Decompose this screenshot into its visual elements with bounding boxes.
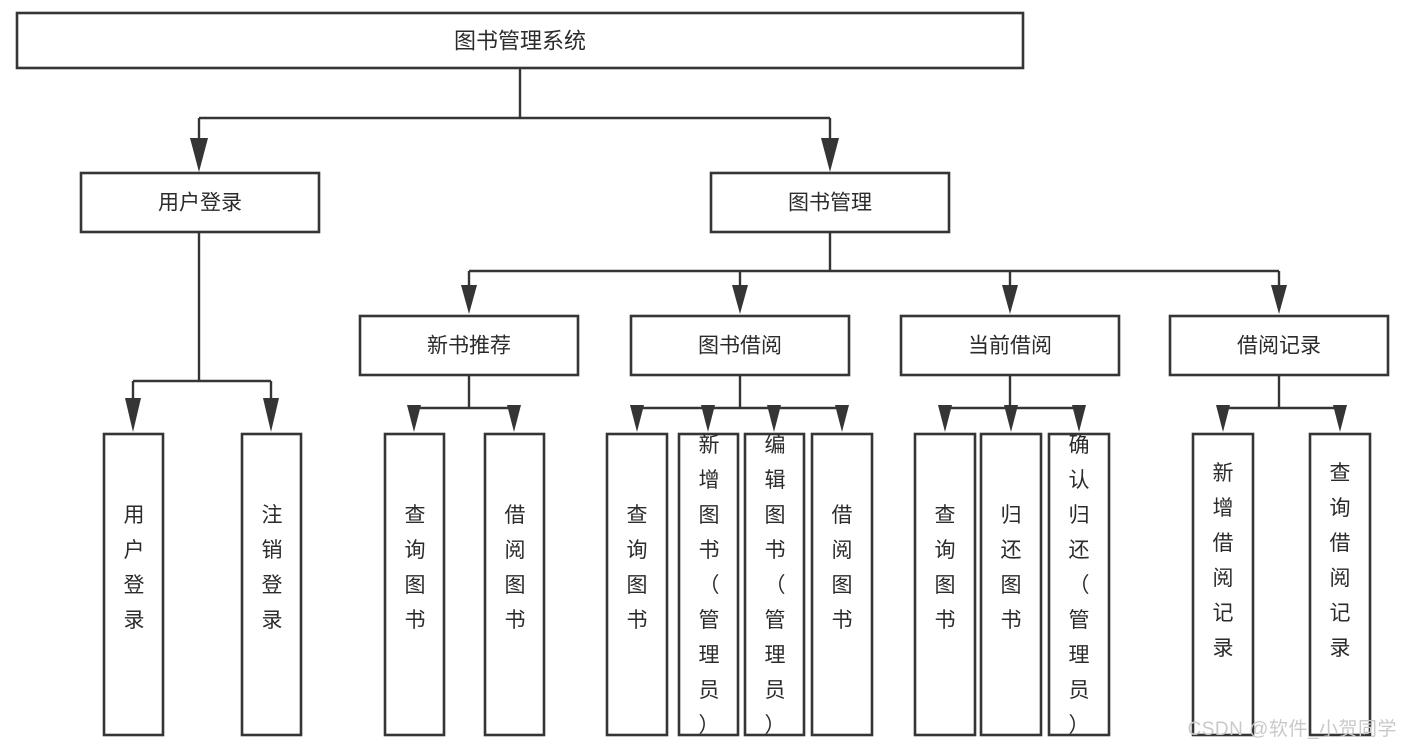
leaf-borrow-book-1[interactable]: 借阅图书 [483,432,546,737]
node-borrow-record-label: 借阅记录 [1237,335,1321,358]
leaf-query-book-2[interactable]: 查询图书 [605,432,669,737]
arrow-head-icon [263,398,279,432]
leaf-user-login[interactable]: 用户登录 [102,432,165,737]
arrow-head-icon [767,405,781,432]
node-book-borrow[interactable]: 图书借阅 [629,314,851,377]
leaf-confirm-return[interactable]: 确认归还（管理员） [1047,432,1111,737]
leaf-add-book[interactable]: 新增图书（管理员） [677,432,740,737]
arrow-head-icon [1216,405,1230,432]
connector-layer [125,68,1347,432]
leaf-query-book-3[interactable]: 查询图书 [913,432,977,737]
leaf-query-book-2-box[interactable] [605,432,669,737]
leaf-user-logout[interactable]: 注销登录 [240,432,303,737]
leaf-confirm-return-label: 确认归还（管理员） [1069,434,1090,737]
arrow-head-icon [701,405,715,432]
leaf-query-book-3-box[interactable] [913,432,977,737]
leaf-confirm-return-box[interactable] [1047,432,1111,737]
node-root-label: 图书管理系统 [454,29,586,54]
node-current-borrow-box[interactable] [899,314,1121,377]
leaf-borrow-book-1-box[interactable] [483,432,546,737]
leaf-borrow-book-2-box[interactable] [810,432,874,737]
leaf-query-record-box[interactable] [1308,432,1372,737]
arrow-head-icon [507,405,521,432]
leaf-query-book-1-label: 查询图书 [405,504,426,632]
node-root[interactable]: 图书管理系统 [15,11,1025,70]
arrow-head-icon [938,405,952,432]
node-user-login[interactable]: 用户登录 [79,171,321,234]
leaf-user-login-label: 用户登录 [124,504,145,632]
leaf-user-login-box[interactable] [102,432,165,737]
arrow-head-icon [732,285,748,314]
leaf-add-record[interactable]: 新增借阅记录 [1191,432,1255,737]
node-user-login-label: 用户登录 [158,192,242,215]
leaf-edit-book-label: 编辑图书（管理员） [765,434,786,737]
node-user-login-box[interactable] [79,171,321,234]
arrow-head-icon [1002,285,1018,314]
node-new-book-recommend-label: 新书推荐 [427,335,511,358]
leaf-add-book-box[interactable] [677,432,740,737]
leaf-borrow-book-2[interactable]: 借阅图书 [810,432,874,737]
leaf-query-record[interactable]: 查询借阅记录 [1308,432,1372,737]
leaf-user-logout-label: 注销登录 [262,504,283,632]
arrow-head-icon [1004,405,1018,432]
node-book-management-label: 图书管理 [788,192,872,215]
arrow-head-icon [1333,405,1347,432]
node-new-book-recommend-box[interactable] [358,314,580,377]
arrow-head-icon [407,405,421,432]
arrow-head-icon [125,398,141,432]
leaf-add-record-box[interactable] [1191,432,1255,737]
leaf-query-book-3-label: 查询图书 [935,504,956,632]
leaf-add-record-label: 新增借阅记录 [1213,462,1234,660]
node-book-management-box[interactable] [709,171,951,234]
arrow-head-icon [190,138,208,172]
node-current-borrow-label: 当前借阅 [968,335,1052,358]
leaf-query-record-label: 查询借阅记录 [1330,462,1351,660]
leaf-return-book[interactable]: 归还图书 [979,432,1043,737]
node-borrow-record[interactable]: 借阅记录 [1168,314,1390,377]
arrow-head-icon [1072,405,1086,432]
leaf-edit-book[interactable]: 编辑图书（管理员） [743,432,806,737]
arrow-head-icon [461,285,477,314]
node-new-book-recommend[interactable]: 新书推荐 [358,314,580,377]
leaf-edit-book-box[interactable] [743,432,806,737]
leaf-add-book-label: 新增图书（管理员） [699,434,720,737]
arrow-head-icon [1271,285,1287,314]
node-root-box[interactable] [15,11,1025,70]
node-borrow-record-box[interactable] [1168,314,1390,377]
leaf-return-book-label: 归还图书 [1001,504,1022,632]
arrow-head-icon [821,138,839,172]
node-book-borrow-label: 图书借阅 [698,335,782,358]
leaf-query-book-2-label: 查询图书 [627,504,648,632]
node-book-management[interactable]: 图书管理 [709,171,951,234]
leaf-query-book-1[interactable]: 查询图书 [383,432,446,737]
node-current-borrow[interactable]: 当前借阅 [899,314,1121,377]
arrow-head-icon [835,405,849,432]
leaf-user-logout-box[interactable] [240,432,303,737]
leaf-query-book-1-box[interactable] [383,432,446,737]
leaf-borrow-book-1-label: 借阅图书 [505,504,526,632]
leaf-borrow-book-2-label: 借阅图书 [832,504,853,632]
leaf-return-book-box[interactable] [979,432,1043,737]
node-book-borrow-box[interactable] [629,314,851,377]
arrow-head-icon [630,405,644,432]
